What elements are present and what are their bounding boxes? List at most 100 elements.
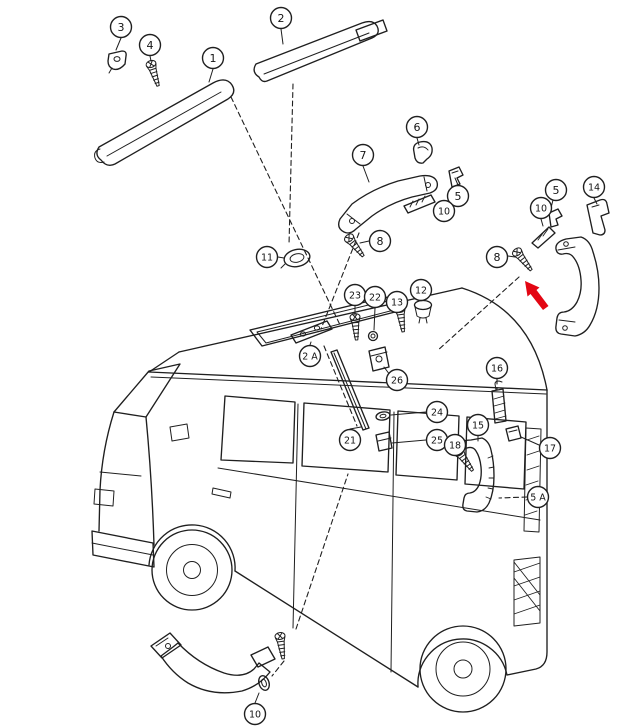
part-sun-visor-passenger — [253, 19, 388, 83]
callout-circle[interactable] — [368, 229, 392, 253]
callout-5[interactable]: 5 — [544, 178, 568, 202]
part-trim-strip-10-right — [531, 226, 556, 249]
callout-26[interactable]: 26 — [385, 368, 409, 392]
part-sun-visor-driver — [94, 79, 235, 166]
callout-label: 5 — [553, 184, 560, 197]
callout-5[interactable]: 5 — [446, 184, 470, 208]
part-bracket-16 — [491, 380, 507, 424]
part-screw-8-front — [342, 231, 368, 260]
rear-pillar-vent — [523, 427, 542, 533]
part-grommet-11 — [280, 248, 311, 269]
part-screw-23 — [349, 312, 363, 341]
callout-3[interactable]: 3 — [109, 15, 133, 39]
callout-10[interactable]: 10 — [432, 199, 456, 223]
part-grab-handle-rear-15 — [461, 437, 495, 513]
callout-6[interactable]: 6 — [405, 115, 429, 139]
callout-circle[interactable] — [385, 290, 409, 314]
callout-circle[interactable] — [409, 278, 433, 302]
callout-circle[interactable] — [582, 175, 606, 199]
callout-circle[interactable] — [538, 436, 562, 460]
front-wheel — [151, 529, 233, 611]
visor-mirror-flap — [355, 19, 388, 42]
callout-circle[interactable] — [109, 15, 133, 39]
callout-circle[interactable] — [351, 143, 375, 167]
callout-label: 7 — [360, 149, 367, 162]
callout-circle[interactable] — [405, 115, 429, 139]
callout-circle[interactable] — [255, 245, 279, 269]
callout-label: 3 — [118, 21, 125, 34]
callout-circle[interactable] — [466, 413, 490, 437]
part-trim-strip-2a — [290, 320, 333, 344]
callout-10[interactable]: 10 — [243, 702, 267, 726]
van-line-art — [91, 287, 548, 713]
callout-8[interactable]: 8 — [368, 229, 392, 253]
callout-circle[interactable] — [526, 485, 550, 509]
callout-label: 25 — [431, 435, 443, 446]
callout-circle[interactable] — [443, 433, 467, 457]
side-mirror — [169, 423, 190, 442]
part-clip-bottom-oval — [258, 675, 270, 691]
part-spacer-25 — [375, 431, 393, 452]
callout-16[interactable]: 16 — [485, 356, 509, 380]
callout-circle[interactable] — [385, 368, 409, 392]
part-grab-handle-front-7 — [338, 174, 439, 234]
callout-circle[interactable] — [298, 344, 322, 368]
callout-4[interactable]: 4 — [138, 33, 162, 57]
part-grab-handle-bpillar — [150, 632, 276, 694]
callout-1[interactable]: 1 — [201, 46, 225, 70]
callout-label: 13 — [391, 297, 403, 308]
part-cap-6 — [412, 140, 433, 164]
callout-circle[interactable] — [363, 285, 387, 309]
part-oval-24 — [375, 411, 391, 421]
callout-label: 10 — [249, 709, 261, 720]
part-trim-strip-10-left — [403, 194, 436, 214]
callout-circle[interactable] — [544, 178, 568, 202]
callout-circle[interactable] — [485, 356, 509, 380]
callout-circle[interactable] — [138, 33, 162, 57]
callout-circle[interactable] — [201, 46, 225, 70]
callout-23[interactable]: 23 — [343, 283, 367, 307]
leader-lines-dashed — [230, 83, 528, 677]
callout-15[interactable]: 15 — [466, 413, 490, 437]
part-bracket-26 — [368, 346, 390, 372]
callout-circle[interactable] — [243, 702, 267, 726]
callout-label: 24 — [431, 407, 443, 418]
callout-17[interactable]: 17 — [538, 436, 562, 460]
callout-7[interactable]: 7 — [351, 143, 375, 167]
callout-label: 2 A — [302, 351, 318, 362]
callout-circle[interactable] — [446, 184, 470, 208]
callout-label: 16 — [491, 363, 503, 374]
callout-12[interactable]: 12 — [409, 278, 433, 302]
part-clip-14 — [586, 198, 610, 236]
callout-8[interactable]: 8 — [485, 245, 509, 269]
callout-22[interactable]: 22 — [363, 285, 387, 309]
callout-10[interactable]: 10 — [529, 196, 553, 220]
callout-label: 10 — [535, 203, 547, 214]
callout-14[interactable]: 14 — [582, 175, 606, 199]
rear-wheel — [419, 625, 507, 713]
callout-21[interactable]: 21 — [338, 428, 362, 452]
callout-circle[interactable] — [432, 199, 456, 223]
callout-label: 4 — [147, 39, 154, 52]
highlight-arrow-icon — [525, 281, 549, 310]
part-screw-bottom — [274, 631, 289, 660]
part-clip-5-right — [548, 208, 563, 228]
engine-vent-grille — [513, 556, 541, 627]
windshield — [113, 363, 181, 418]
callout-13[interactable]: 13 — [385, 290, 409, 314]
callout-circle[interactable] — [529, 196, 553, 220]
callout-24[interactable]: 24 — [425, 400, 449, 424]
door-handle — [211, 487, 232, 499]
callout-5a[interactable]: 5 A — [526, 485, 550, 509]
callout-18[interactable]: 18 — [443, 433, 467, 457]
callout-circle[interactable] — [269, 6, 293, 30]
callout-2[interactable]: 2 — [269, 6, 293, 30]
callout-circle[interactable] — [485, 245, 509, 269]
callout-11[interactable]: 11 — [255, 245, 279, 269]
callout-2a[interactable]: 2 A — [298, 344, 322, 368]
callout-circle[interactable] — [338, 428, 362, 452]
part-cap-17 — [505, 425, 522, 442]
callout-circle[interactable] — [425, 400, 449, 424]
